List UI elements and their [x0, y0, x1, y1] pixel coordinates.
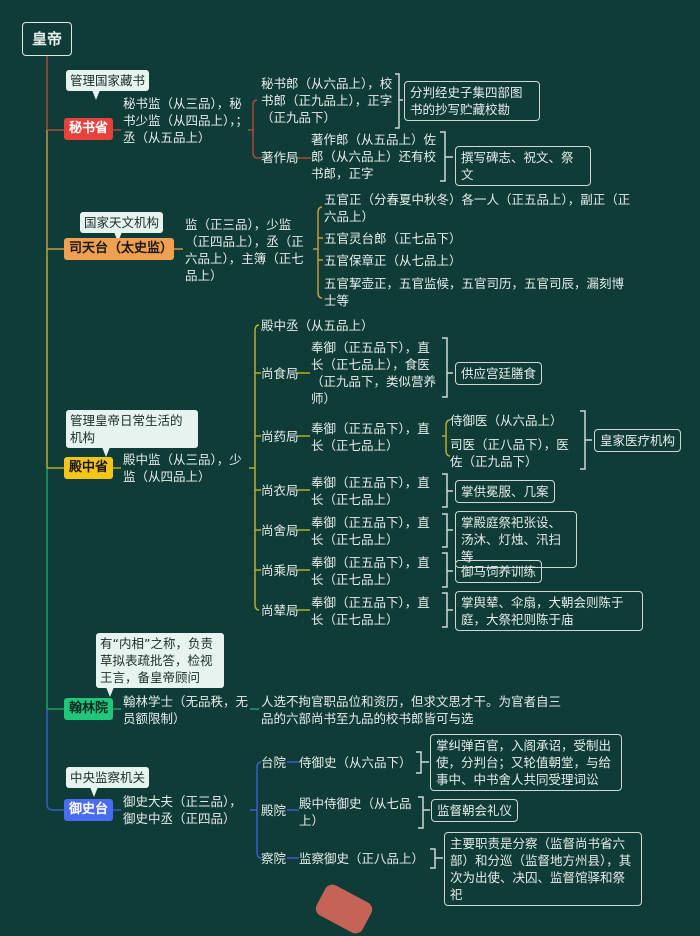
mishu-branch2-label[interactable]: 著作局 [261, 150, 299, 165]
court-officials: 侍御史（从六品下） [299, 755, 412, 770]
court-officials: 监察御史（正八品上） [299, 851, 425, 866]
dianzhong-note: 管理皇帝日常生活的机构 [66, 410, 198, 457]
yushi-note: 中央监察机关 [66, 767, 150, 797]
sitian-item: 五官保章正（从七品上） [324, 253, 462, 268]
bureau-duty: 掌供冕服、几案 [455, 480, 555, 503]
mishu-branch1-officials: 秘书郎（从六品上），校书郎（正九品上），正字（正九品下） [261, 76, 393, 125]
sitian-officials: 监（正三品），少监（正四品上），丞（正六品上），主簿（正七品上） [185, 217, 304, 283]
sitian-note: 国家天文机构 [80, 212, 164, 242]
bureau-sub: 侍御医（从六品上） [450, 413, 563, 428]
sitian-item: 五官挈壶正，五官监候，五官司历，五官司辰，漏刻博士等 [324, 276, 625, 308]
court-officials: 殿中侍御史（从七品上） [299, 796, 412, 828]
hanlin-officials: 翰林学士（无品秩，无员额限制） [123, 694, 249, 726]
bureau-label[interactable]: 尚衣局 [261, 483, 299, 498]
bureau-sub: 司医（正八品下），医佐（正九品下） [450, 437, 569, 469]
bureau-duty: 供应宫廷膳食 [455, 362, 543, 385]
node-dianzhong[interactable]: 殿中省 [64, 457, 114, 479]
dianzhong-cheng: 殿中丞（从五品上） [261, 318, 374, 333]
node-sitian[interactable]: 司天台（太史监） [64, 238, 174, 260]
court-duty: 监督朝会礼仪 [431, 799, 519, 822]
hanlin-note: 有“内相”之称，负责草拟表疏批答，检视王言，备皇帝顾问 [96, 633, 224, 697]
court-label[interactable]: 殿院 [261, 803, 287, 818]
dianzhong-officials: 殿中监（从三品），少监（从四品上） [123, 452, 242, 484]
sitian-item: 五官灵台郎（正七品下） [324, 231, 462, 246]
mishu-branch1-duty: 分判经史子集四部图书的抄写贮藏校勘 [404, 81, 540, 121]
mishu-officials: 秘书监（从三品），秘书少监（从四品上），；丞（从五品上） [123, 96, 249, 145]
mishu-branch2-duty: 撰写碑志、祝文、祭文 [455, 146, 591, 186]
bureau-duty: 掌舆辇、伞扇，大朝会则陈于庭，大祭祀则陈于庙 [455, 591, 643, 631]
sitian-item: 五官正（分春夏中秋冬）各一人（正五品上），副正（正六品上） [324, 192, 631, 224]
bureau-label[interactable]: 尚食局 [261, 366, 299, 381]
node-yushi[interactable]: 御史台 [64, 799, 114, 821]
court-duty: 掌纠弹百官，入阁承诏，受制出使，分判台；又轮值朝堂，与给事中、中书舍人共同受理词… [430, 734, 622, 791]
bureau-officials: 奉御（正五品下），直长（正七品上），食医（正九品下，类似营养师） [311, 340, 437, 406]
bureau-label[interactable]: 尚舍局 [261, 523, 299, 538]
mishu-note: 管理国家藏书 [66, 70, 150, 100]
bureau-duty: 皇家医疗机构 [594, 429, 682, 452]
bureau-duty: 御马饲养训练 [455, 560, 543, 583]
bureau-label[interactable]: 尚药局 [261, 429, 299, 444]
court-duty: 主要职责是分察（监督尚书省六部）和分巡（监督地方州县），其次为出使、决囚、监督馆… [444, 832, 642, 906]
court-label[interactable]: 台院 [261, 755, 287, 770]
root-node-emperor[interactable]: 皇帝 [22, 22, 72, 56]
bureau-label[interactable]: 尚乘局 [261, 563, 299, 578]
bureau-officials: 奉御（正五品下），直长（正七品上） [311, 421, 430, 453]
bureau-officials: 奉御（正五品下），直长（正七品上） [311, 595, 430, 627]
node-hanlin[interactable]: 翰林院 [64, 698, 114, 720]
mishu-branch2-officials: 著作郎（从五品上）佐郎（从六品上）还有校书郎，正字 [311, 132, 437, 181]
bureau-officials: 奉御（正五品下），直长（正七品上） [311, 475, 430, 507]
bureau-officials: 奉御（正五品下），直长（正七品上） [311, 555, 430, 587]
bureau-label[interactable]: 尚辇局 [261, 603, 299, 618]
bureau-officials: 奉御（正五品下），直长（正七品上） [311, 515, 430, 547]
yushi-officials: 御史大夫（正三品），御史中丞（正四品） [123, 794, 242, 826]
court-label[interactable]: 察院 [261, 851, 287, 866]
node-mishu[interactable]: 秘书省 [64, 118, 114, 140]
hanlin-detail: 人选不拘官职品位和资历，但求文思才干。为官者自三品的六部尚书至九品的校书郎皆可与… [261, 694, 562, 726]
